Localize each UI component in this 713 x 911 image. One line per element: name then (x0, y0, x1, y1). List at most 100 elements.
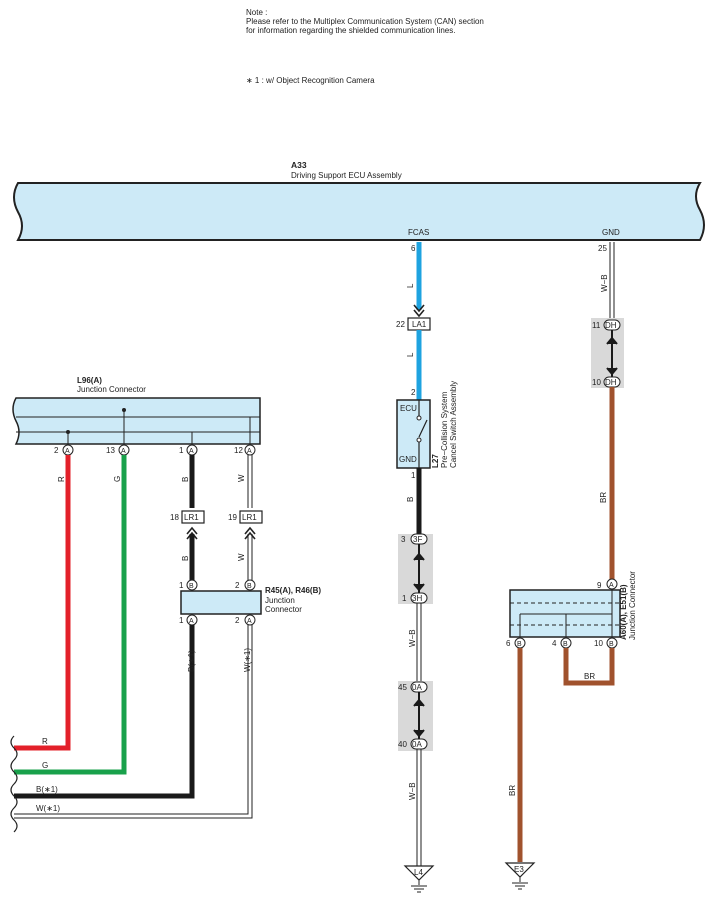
l96-pin-2-num: 2 (54, 446, 59, 455)
connector-lr1-right-pin: 19 (228, 513, 237, 522)
r45-pin-top-2-num: 2 (235, 581, 240, 590)
a60-pin-10-letter: B (609, 641, 614, 648)
wire-g-label: G (113, 476, 122, 482)
wire-l-label-2: L (406, 352, 415, 357)
r45-pin-top-1-letter: B (189, 583, 194, 590)
connector-3h-label: 3H (412, 594, 422, 603)
r45-pin-top-2-letter: B (247, 583, 252, 590)
connector-dh-bottom-label: DH (605, 378, 617, 387)
l27-name-1: Pre−Collision System (440, 391, 449, 468)
a60-pin-6-letter: B (517, 641, 522, 648)
wire-w1-b (14, 625, 253, 819)
connector-lr1-right-label: LR1 (242, 513, 257, 522)
connector-3f-label: 3F (413, 535, 422, 544)
note-title: Note : (246, 8, 267, 17)
l27-ecu-label: ECU (400, 404, 417, 413)
connector-dh-top-label: DH (605, 321, 617, 330)
wire-l-label-1: L (406, 283, 415, 288)
l96-pin-12-num: 12 (234, 446, 243, 455)
wire-b1-end-label: B(∗1) (36, 785, 58, 794)
connector-la1: LA1 22 (396, 317, 431, 331)
l96-pin-13-letter: A (121, 448, 126, 455)
ground-e3-label: E3 (514, 865, 524, 874)
r45-body (180, 590, 262, 615)
ecu-fcas-pin: 6 (411, 244, 416, 253)
connector-dh-bottom: DH 10 (592, 376, 621, 388)
wire-gnd-wb-label: W−B (600, 274, 609, 292)
r45-pin-top-1: 1 B (179, 579, 198, 591)
l27-pin-bottom: 1 (411, 471, 416, 480)
l96-pin-13-num: 13 (106, 446, 115, 455)
l96-name: Junction Connector (77, 385, 146, 394)
l27-pin-top: 2 (411, 388, 416, 397)
l96-junction-dot-2 (66, 430, 70, 434)
switch-contact-top (416, 415, 422, 421)
connector-dh-top-pin: 11 (592, 321, 601, 330)
wire-w-mid-label: W (237, 553, 246, 561)
r45-code: R45(A), R46(B) (265, 586, 321, 595)
r45-pin-top-2: 2 B (235, 579, 256, 591)
a60-pin-4-letter: B (563, 641, 568, 648)
connector-lr1-left-label: LR1 (184, 513, 199, 522)
l96-pin-2-letter: A (65, 448, 70, 455)
wire-w1-label: W(∗1) (243, 648, 252, 672)
connector-dh-arrows (606, 336, 618, 376)
connector-0a-bottom-label: 0A (412, 740, 422, 749)
connector-dh-bottom-pin: 10 (592, 378, 601, 387)
ecu-fcas-label: FCAS (408, 228, 429, 237)
a60-pin-4-num: 4 (552, 639, 557, 648)
connector-dh-top: DH 11 (592, 319, 621, 331)
l27-code: L27 (431, 454, 440, 468)
switch-contact-bottom (416, 437, 422, 443)
l27-body (396, 399, 431, 469)
a60-pin-4: 4 B (552, 637, 572, 649)
a60-pin-top-marker: A (606, 578, 618, 590)
connector-0a-arrows (413, 698, 425, 738)
splice-chevron-lr1-right (244, 526, 256, 540)
a60-pin-6: 6 B (506, 637, 526, 649)
splice-chevron-la1 (413, 304, 425, 318)
wire-wb-mid-label: W−B (408, 629, 417, 647)
wire-w-upper-label: W (237, 474, 246, 482)
connector-3h: 3H 1 (402, 592, 428, 604)
connector-lr1-right: LR1 19 (228, 510, 263, 524)
ground-l4-label: L4 (414, 868, 423, 877)
wire-br-loop-label: BR (584, 672, 595, 681)
connector-group-3f-3h (398, 534, 433, 604)
wire-wb-low-label: W−B (408, 782, 417, 800)
l96-pin-12: 12 A (234, 444, 256, 456)
wire-br-e3-label: BR (508, 785, 517, 796)
continuation-break (10, 735, 18, 833)
note-line-1: Please refer to the Multiplex Communicat… (246, 17, 484, 26)
connector-3f: 3F 3 (401, 533, 428, 545)
connector-3h-pin: 1 (402, 594, 407, 603)
footnote: ∗ 1 : w/ Object Recognition Camera (246, 76, 375, 85)
l96-pin-2: 2 A (54, 444, 74, 456)
wire-b-mid-label: B (181, 556, 190, 561)
wire-w1-end-label: W(∗1) (36, 804, 60, 813)
wire-br-loop (563, 648, 615, 686)
r45-pin-bottom-1-letter: A (189, 618, 194, 625)
ecu-body (13, 182, 705, 241)
ecu-gnd-pin: 25 (598, 244, 607, 253)
a60-name: Junction Connector (628, 571, 637, 640)
l96-pin-13: 13 A (106, 444, 130, 456)
a60-pin-10-num: 10 (594, 639, 603, 648)
r45-pin-bottom-2-letter: A (247, 618, 252, 625)
a60-code: A60(A), E51(B) (619, 584, 628, 640)
wire-br-gnd-label: BR (599, 492, 608, 503)
r45-pin-bottom-2: 2 A (235, 614, 256, 626)
a60-pin-top-letter: A (609, 582, 614, 589)
l96-body (12, 397, 261, 445)
splice-chevron-lr1-left (186, 526, 198, 540)
connector-la1-pin: 22 (396, 320, 405, 329)
r45-pin-bottom-1-num: 1 (179, 616, 184, 625)
connector-lr1-left: LR1 18 (170, 510, 205, 524)
l96-pin-1: 1 A (179, 444, 198, 456)
connector-3f-3h-arrows (413, 552, 425, 592)
wire-g (14, 455, 127, 775)
wire-b1 (14, 625, 195, 799)
ecu-name: Driving Support ECU Assembly (291, 171, 402, 180)
r45-pin-bottom-2-num: 2 (235, 616, 240, 625)
